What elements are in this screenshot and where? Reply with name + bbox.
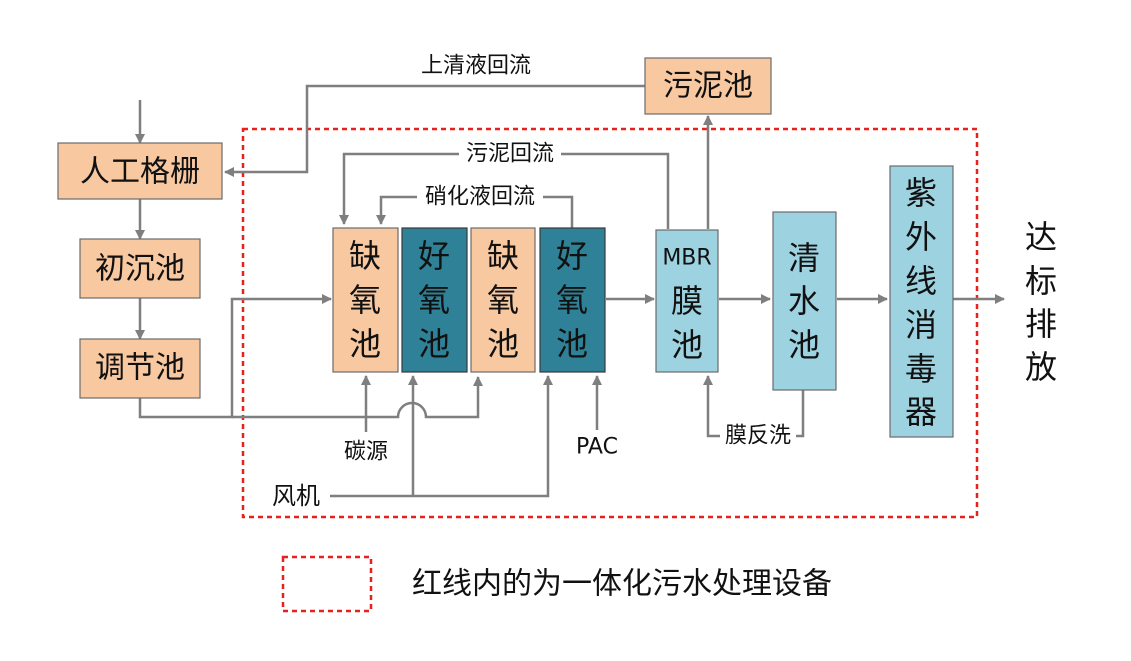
aerobic-tank-1-char-2: 氧	[418, 281, 450, 319]
blower-label: 风机	[272, 482, 320, 510]
anoxic-tank-1-char-2: 氧	[349, 281, 381, 319]
aerobic-tank-2-char-2: 氧	[556, 281, 588, 319]
carbon-source-label: 碳源	[344, 440, 388, 465]
primary-settling-box	[79, 238, 201, 299]
sludge-return-label: 污泥回流	[466, 142, 554, 167]
regulating-label: 调节池	[95, 351, 185, 386]
uv-disinfector-box	[889, 165, 954, 438]
backwash-label-bg	[720, 424, 796, 448]
anoxic-tank-1-box	[332, 227, 399, 373]
uv-char-3: 线	[905, 262, 937, 300]
uv-char-5: 毒	[905, 350, 937, 388]
anoxic-tank-2-box	[470, 227, 536, 373]
legend-text: 红线内的为一体化污水处理设备	[412, 567, 832, 602]
mbr-tank-char-1: MBR	[662, 246, 711, 271]
anoxic-tank-2-char-2: 氧	[487, 281, 519, 319]
anoxic-tank-1-char-1: 缺	[349, 237, 381, 275]
anoxic-tank-2-char-3: 池	[487, 325, 519, 363]
supernatant-return-label: 上清液回流	[421, 54, 531, 79]
mbr-tank-box	[655, 229, 719, 373]
process-units: 人工格栅 初沉池 调节池 污泥池 缺 氧 池 好 氧 池 缺 氧 池 好 氧 池…	[57, 57, 954, 438]
uv-char-4: 消	[905, 306, 937, 344]
backwash-label: 膜反洗	[725, 424, 791, 449]
aerobic-tank-2-char-1: 好	[556, 237, 588, 275]
flow-lines	[135, 84, 1005, 498]
regulating-to-anoxic2-line	[232, 376, 483, 419]
sludge-tank-box	[644, 57, 772, 115]
sludge-tank-label: 污泥池	[663, 69, 753, 104]
aerobic-tank-1-box	[401, 227, 468, 373]
discharge-char-3: 排	[1025, 305, 1057, 343]
flow-labels: 上清液回流 污泥回流 硝化液回流 碳源 PAC 膜反洗 风机 达 标 排 放	[272, 54, 1057, 511]
nitrate-return-label: 硝化液回流	[425, 185, 535, 210]
uv-char-6: 器	[905, 393, 937, 431]
clear-water-tank-box	[772, 211, 837, 391]
clear-water-char-3: 池	[788, 326, 820, 364]
supernatant-return-line	[224, 84, 645, 177]
aerobic-tank-1-char-1: 好	[418, 237, 450, 275]
uv-char-1: 紫	[905, 174, 937, 212]
sludge-return-label-bg	[459, 142, 561, 166]
aerobic-tank-2-box	[539, 227, 606, 373]
legend-dashed-box	[281, 555, 373, 613]
primary-settling-label: 初沉池	[95, 252, 185, 287]
grille-label: 人工格栅	[80, 155, 200, 190]
discharge-char-4: 放	[1025, 348, 1057, 386]
blower-air-line	[330, 375, 553, 498]
uv-char-2: 外	[905, 218, 937, 256]
aerobic-tank-2-char-3: 池	[556, 325, 588, 363]
mbr-tank-char-2: 膜	[671, 282, 703, 320]
integrated-equipment-boundary	[241, 127, 979, 519]
grille-box	[57, 142, 223, 200]
discharge-char-2: 标	[1025, 262, 1057, 300]
discharge-char-1: 达	[1025, 218, 1057, 256]
clear-water-char-2: 水	[788, 282, 820, 320]
pac-label: PAC	[576, 435, 618, 460]
nitrate-return-label-bg	[417, 185, 543, 209]
regulating-box	[79, 338, 201, 399]
mbr-tank-char-3: 池	[671, 326, 703, 364]
anoxic-tank-2-char-1: 缺	[487, 237, 519, 275]
anoxic-tank-1-char-3: 池	[349, 325, 381, 363]
aerobic-tank-1-char-3: 池	[418, 325, 450, 363]
clear-water-char-1: 清	[788, 239, 820, 277]
legend: 红线内的为一体化污水处理设备	[281, 555, 832, 613]
